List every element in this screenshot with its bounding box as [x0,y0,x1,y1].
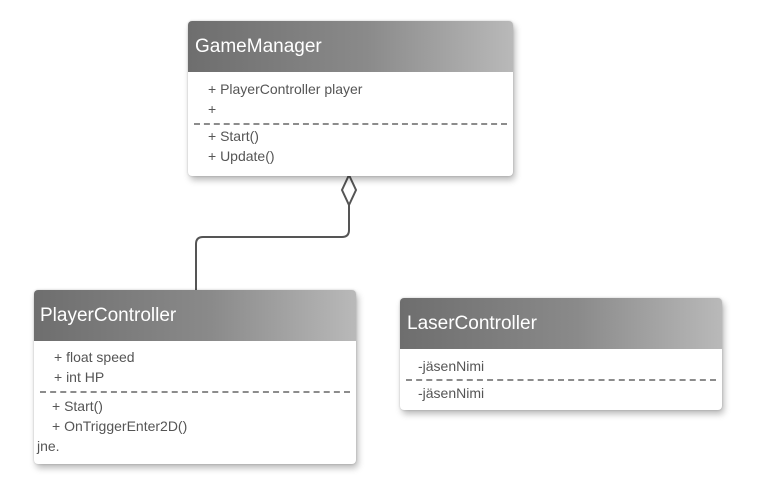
method-row: + OnTriggerEnter2D() [52,418,188,434]
class-laser-controller[interactable]: LaserController -jäsenNimi -jäsenNimi [400,298,722,410]
class-name-laser-controller: LaserController [400,298,722,349]
method-row: + Start() [52,398,103,414]
attributes-section: -jäsenNimi [400,349,722,379]
attribute-row: + int HP [54,369,105,385]
methods-section: -jäsenNimi [400,381,722,407]
methods-section: + Start() + Update() [188,125,513,172]
method-row: + Update() [208,148,275,164]
class-game-manager[interactable]: GameManager + PlayerController player + … [188,21,513,176]
method-row: -jäsenNimi [418,385,485,401]
compartment-divider [406,379,716,381]
compartment-divider [40,391,350,393]
attributes-section: + float speed + int HP [34,341,356,391]
attribute-row: + float speed [54,349,135,365]
class-name-game-manager: GameManager [188,21,513,72]
attributes-section: + PlayerController player + [188,72,513,123]
connector-line [195,204,350,290]
class-name-player-controller: PlayerController [34,290,356,341]
method-row: jne. [37,438,60,454]
compartment-divider [194,123,507,125]
methods-section: + Start() + OnTriggerEnter2D() jne. [34,393,356,462]
method-row: + Start() [208,128,259,144]
attribute-row: + PlayerController player [208,81,363,97]
attribute-row: + [208,101,217,117]
class-player-controller[interactable]: PlayerController + float speed + int HP … [34,290,356,464]
aggregation-diamond-icon [340,172,358,208]
attribute-row: -jäsenNimi [418,358,485,374]
